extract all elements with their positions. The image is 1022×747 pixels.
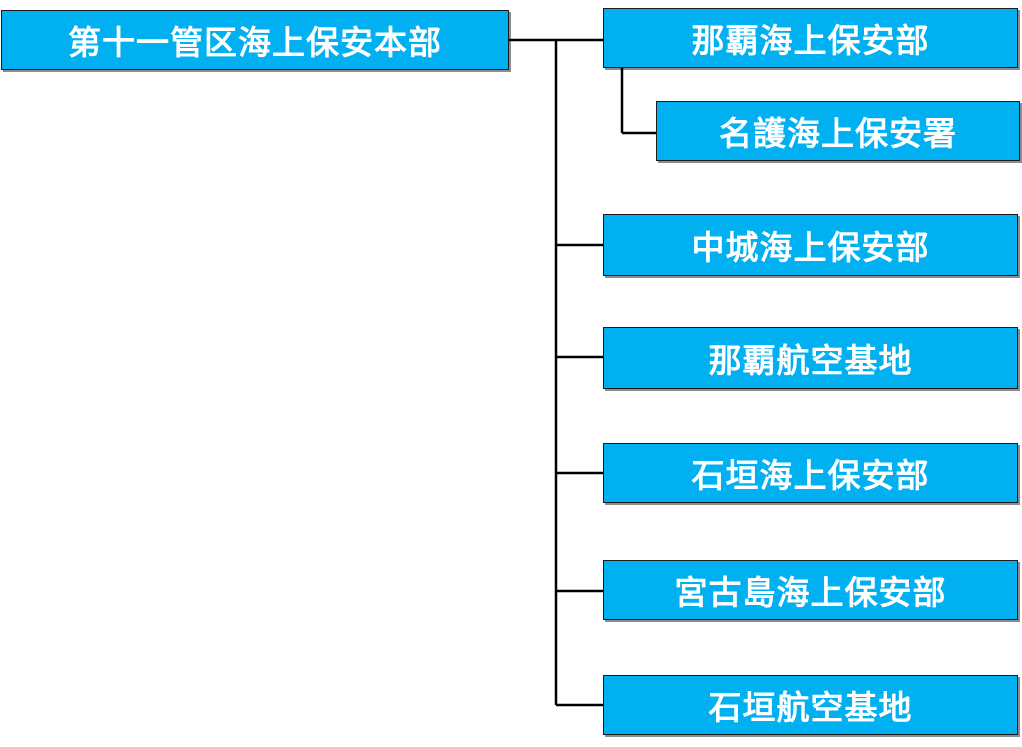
unit-label: 中城海上保安部 (691, 228, 930, 267)
unit-label: 那覇海上保安部 (691, 21, 930, 60)
unit-label: 名護海上保安署 (719, 114, 957, 153)
root-box: 第十一管区海上保安本部 (1, 10, 509, 70)
root-label: 第十一管区海上保安本部 (68, 23, 442, 62)
unit-label: 宮古島海上保安部 (674, 573, 947, 612)
unit-box-nago-coast-guard-station: 名護海上保安署 (656, 101, 1020, 161)
unit-label: 石垣海上保安部 (691, 456, 930, 495)
unit-box-nakagusuku-coast-guard: 中城海上保安部 (603, 214, 1018, 276)
unit-box-miyakojima-coast-guard: 宮古島海上保安部 (603, 560, 1018, 620)
unit-box-naha-air-station: 那覇航空基地 (603, 327, 1018, 389)
unit-box-naha-coast-guard: 那覇海上保安部 (603, 8, 1018, 68)
unit-label: 那覇航空基地 (708, 341, 913, 380)
unit-box-ishigaki-coast-guard: 石垣海上保安部 (603, 443, 1018, 503)
unit-box-ishigaki-air-station: 石垣航空基地 (603, 675, 1018, 735)
unit-label: 石垣航空基地 (708, 688, 913, 727)
